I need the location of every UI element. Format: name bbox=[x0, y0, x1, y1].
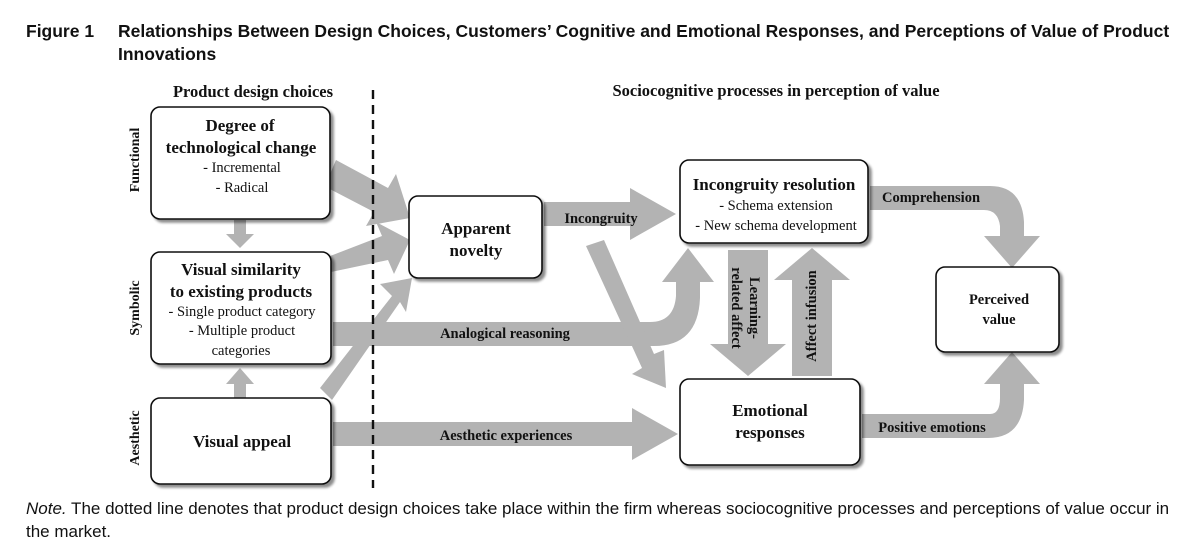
resolution-item-2: - New schema development bbox=[695, 218, 856, 234]
novelty-title-1: Apparent bbox=[441, 219, 511, 238]
tech-change-item-1: - Incremental bbox=[203, 160, 281, 176]
figure-label: Figure 1 bbox=[26, 21, 95, 41]
tech-change-title-1: Degree of bbox=[205, 116, 274, 135]
arrow-aesthetic-experiences bbox=[333, 408, 678, 460]
box-visual-appeal bbox=[150, 397, 332, 485]
arrow-learning-affect bbox=[710, 250, 786, 376]
note-lead: Note. bbox=[26, 499, 67, 518]
label-analogical-reasoning: Analogical reasoning bbox=[440, 326, 571, 342]
tech-change-title-2: technological change bbox=[166, 138, 317, 157]
label-aesthetic-experiences: Aesthetic experiences bbox=[440, 428, 573, 444]
box-perceived-value bbox=[935, 266, 1060, 353]
novelty-title-2: novelty bbox=[450, 241, 503, 260]
arrow-similarity-to-novelty bbox=[325, 222, 410, 274]
label-comprehension: Comprehension bbox=[882, 190, 980, 206]
boxes bbox=[150, 106, 1060, 485]
label-learning-affect-2: related affect bbox=[728, 267, 744, 349]
emotional-title-2: responses bbox=[735, 423, 805, 442]
box-tech-change bbox=[150, 106, 331, 220]
header-left: Product design choices bbox=[173, 82, 334, 101]
label-learning-affect-1: Learning- bbox=[746, 277, 762, 339]
side-label-functional: Functional bbox=[128, 128, 143, 193]
similarity-item-3: categories bbox=[212, 343, 271, 359]
arrow-appeal-to-similarity bbox=[226, 368, 254, 398]
similarity-title-2: to existing products bbox=[170, 282, 313, 301]
resolution-item-1: - Schema extension bbox=[719, 198, 833, 214]
label-positive-emotions: Positive emotions bbox=[878, 420, 986, 436]
similarity-item-2: - Multiple product bbox=[189, 323, 295, 339]
note-text: The dotted line denotes that product des… bbox=[26, 499, 1170, 541]
header-right: Sociocognitive processes in perception o… bbox=[612, 81, 939, 100]
emotional-title-1: Emotional bbox=[732, 401, 808, 420]
perceived-value-title-2: value bbox=[982, 312, 1016, 328]
arrow-novelty-to-emotional bbox=[586, 240, 666, 388]
similarity-title-1: Visual similarity bbox=[181, 260, 301, 279]
arrow-affect-infusion bbox=[774, 248, 850, 376]
label-incongruity: Incongruity bbox=[564, 211, 638, 227]
arrow-positive-emotions bbox=[862, 352, 1040, 438]
side-label-symbolic: Symbolic bbox=[128, 280, 143, 335]
resolution-title: Incongruity resolution bbox=[693, 175, 856, 194]
arrows bbox=[226, 160, 1040, 460]
side-label-aesthetic: Aesthetic bbox=[128, 410, 143, 465]
label-affect-infusion: Affect infusion bbox=[804, 270, 820, 361]
arrow-tech-to-similarity bbox=[226, 220, 254, 248]
box-visual-similarity bbox=[150, 251, 332, 365]
arrow-tech-to-novelty bbox=[324, 160, 410, 226]
box-emotional-responses bbox=[679, 378, 861, 466]
figure-note: Note. The dotted line denotes that produ… bbox=[26, 497, 1176, 543]
arrow-comprehension bbox=[870, 186, 1040, 268]
figure-title: Relationships Between Design Choices, Cu… bbox=[118, 21, 1170, 64]
box-incongruity-resolution bbox=[679, 159, 869, 244]
visual-appeal-title: Visual appeal bbox=[193, 432, 291, 451]
perceived-value-title-1: Perceived bbox=[969, 292, 1029, 308]
tech-change-item-2: - Radical bbox=[216, 180, 269, 196]
arrow-analogical-reasoning bbox=[333, 248, 714, 346]
similarity-item-1: - Single product category bbox=[169, 304, 317, 320]
box-apparent-novelty bbox=[408, 195, 543, 279]
arrow-incongruity bbox=[544, 188, 676, 240]
